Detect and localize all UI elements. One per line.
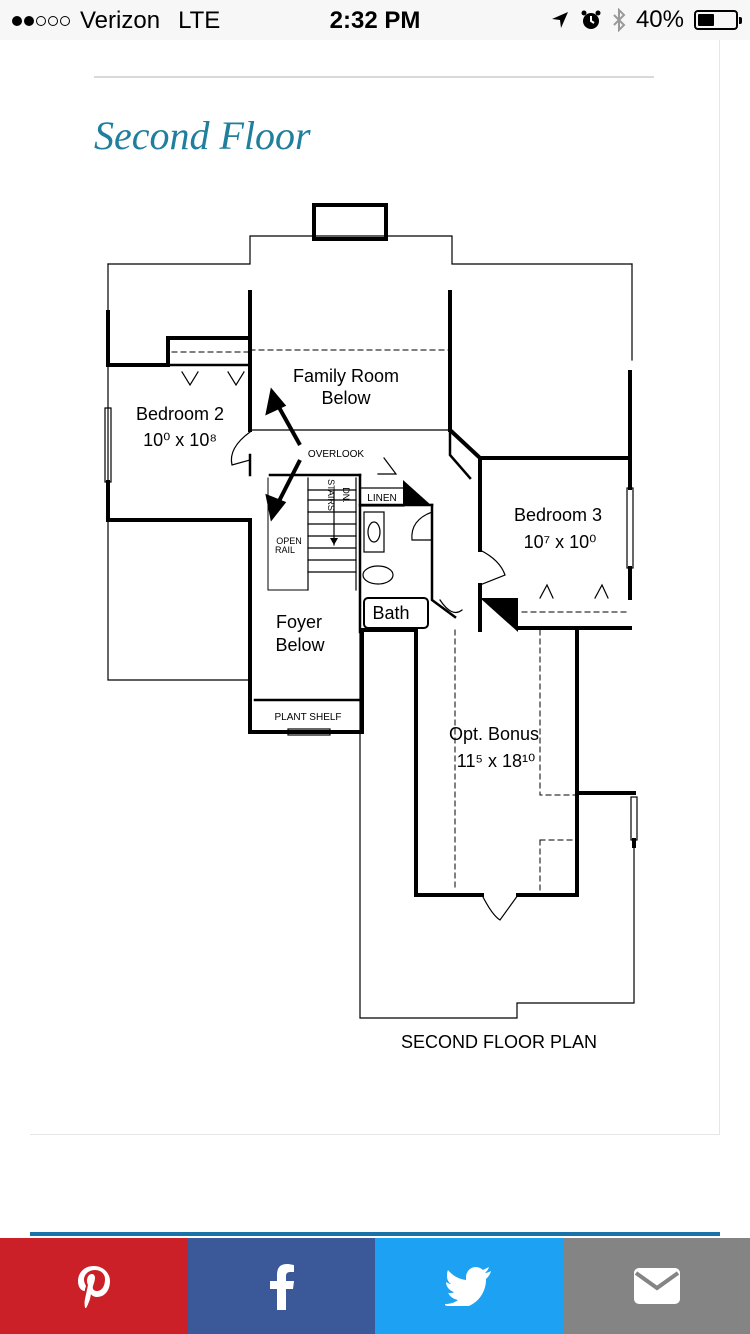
twitter-icon	[445, 1267, 491, 1306]
overlook-label: OVERLOOK	[308, 449, 364, 460]
bedroom-3-dims: 10⁷ x 10⁰	[524, 532, 597, 552]
plant-shelf-label: PLANT SHELF	[274, 712, 341, 723]
family-room-label: Family Room	[293, 366, 399, 386]
share-bar	[0, 1238, 750, 1334]
twitter-share-button[interactable]	[375, 1238, 563, 1334]
bedroom-2-dims: 10⁰ x 10⁸	[143, 430, 217, 450]
status-right: 40%	[550, 6, 742, 34]
plan-caption: SECOND FLOOR PLAN	[401, 1032, 597, 1052]
section-title: Second Floor	[94, 113, 311, 158]
foyer-label: Foyer	[276, 612, 322, 632]
facebook-share-button[interactable]	[188, 1238, 375, 1334]
location-arrow-icon	[551, 12, 568, 28]
pinterest-share-button[interactable]	[0, 1238, 188, 1334]
opt-bonus-dims: 11⁵ x 18¹⁰	[457, 751, 535, 771]
accent-line	[30, 1232, 720, 1236]
opt-bonus-label: Opt. Bonus	[449, 724, 539, 744]
battery-icon	[694, 10, 742, 30]
carrier-name: Verizon	[80, 7, 161, 34]
status-time: 2:32 PM	[329, 7, 421, 34]
status-left: Verizon LTE	[12, 7, 220, 35]
foyer-below-label: Below	[275, 635, 325, 655]
alarm-clock-icon	[581, 10, 601, 29]
linen-label: LINEN	[367, 493, 396, 504]
status-bar: Verizon LTE 2:32 PM 40%	[0, 0, 750, 40]
family-room-below-label: Below	[321, 388, 371, 408]
facebook-icon	[269, 1264, 294, 1310]
section-divider	[94, 76, 654, 78]
bedroom-3-label: Bedroom 3	[514, 505, 602, 525]
network-type: LTE	[178, 7, 221, 34]
floor-plan-image[interactable]: Bedroom 2 10⁰ x 10⁸ Family Room Below OV…	[100, 195, 650, 1065]
pinterest-icon	[78, 1266, 110, 1308]
bath-label: Bath	[372, 603, 409, 623]
bedroom-2-label: Bedroom 2	[136, 404, 224, 424]
bluetooth-icon	[613, 8, 626, 32]
open-rail-label: OPEN	[276, 536, 302, 546]
signal-strength-icon	[12, 16, 70, 26]
open-rail-label-2: RAIL	[275, 545, 295, 555]
content-card	[30, 40, 720, 1135]
email-icon	[633, 1268, 680, 1304]
stairs-label: STAIRS	[326, 479, 336, 511]
down-label: DN.	[341, 487, 351, 503]
email-share-button[interactable]	[563, 1238, 750, 1334]
battery-percent: 40%	[635, 6, 684, 33]
